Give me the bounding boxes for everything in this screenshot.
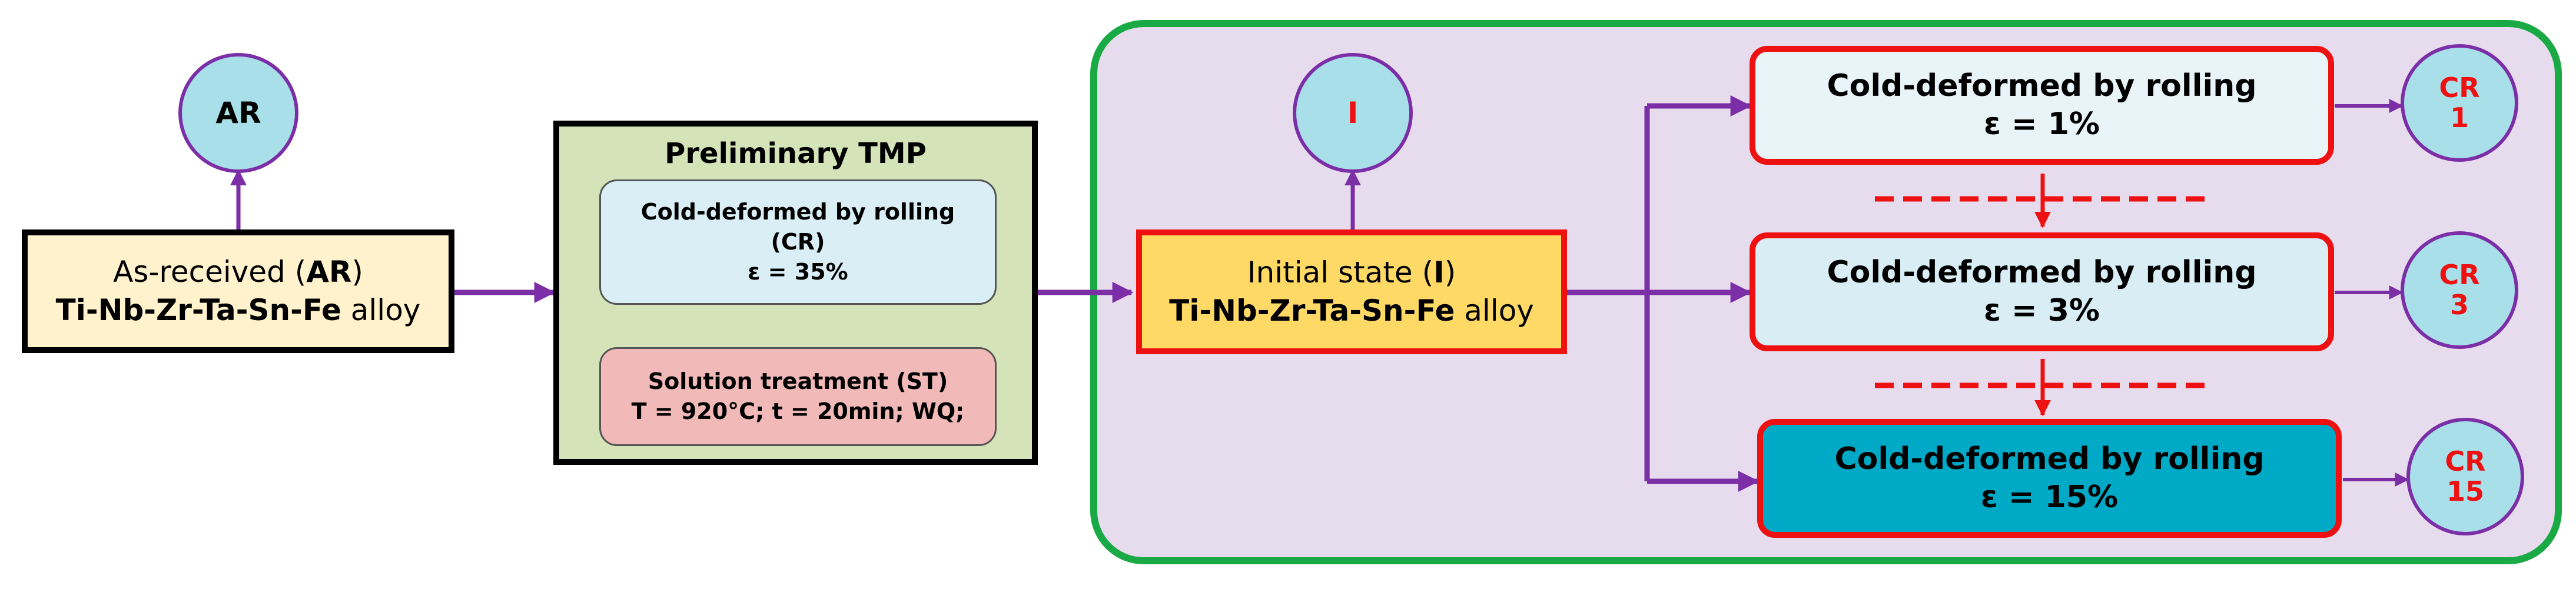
as-received-line2: Ti-Nb-Zr-Ta-Sn-Fe alloy <box>55 293 421 327</box>
cr3-circle: CR 3 <box>2401 231 2518 349</box>
cr-35-line3: ε = 35% <box>748 259 848 285</box>
cr3-label-bottom: 3 <box>2449 289 2469 321</box>
initial-state-line2: Ti-Nb-Zr-Ta-Sn-Fe alloy <box>1169 294 1534 328</box>
cr-35-line2: (CR) <box>771 228 825 255</box>
i-circle-label: I <box>1347 95 1359 130</box>
rolling-15-line1: Cold-deformed by rolling <box>1834 441 2265 477</box>
rolling-3-line1: Cold-deformed by rolling <box>1827 255 2257 290</box>
i-circle: I <box>1293 53 1413 173</box>
cr15-label-top: CR <box>2445 445 2486 478</box>
cr1-label-top: CR <box>2439 72 2480 104</box>
cr1-circle: CR 1 <box>2401 44 2518 162</box>
initial-state-box: Initial state (I) Ti-Nb-Zr-Ta-Sn-Fe allo… <box>1136 229 1567 354</box>
rolling-15-box: Cold-deformed by rolling ε = 15% <box>1757 419 2342 538</box>
cr1-label-bottom: 1 <box>2449 102 2469 134</box>
as-received-box: As-received (AR) Ti-Nb-Zr-Ta-Sn-Fe alloy <box>22 229 454 353</box>
ar-circle-label: AR <box>215 95 261 130</box>
cr3-label-top: CR <box>2439 259 2480 291</box>
solution-treatment-box: Solution treatment (ST) T = 920°C; t = 2… <box>599 347 997 446</box>
rolling-3-strain: ε = 3% <box>1983 293 2100 328</box>
rolling-15-strain: ε = 15% <box>1980 480 2119 515</box>
as-received-line1: As-received (AR) <box>113 255 363 289</box>
st-line2: T = 920°C; t = 20min; WQ; <box>631 398 965 424</box>
cr-35-line1: Cold-deformed by rolling <box>640 198 955 225</box>
initial-state-line1: Initial state (I) <box>1247 255 1456 289</box>
rolling-1-line1: Cold-deformed by rolling <box>1827 68 2257 104</box>
st-line1: Solution treatment (ST) <box>648 368 948 394</box>
cr15-label-bottom: 15 <box>2446 475 2484 507</box>
rolling-3-box: Cold-deformed by rolling ε = 3% <box>1750 232 2334 351</box>
preliminary-tmp-title: Preliminary TMP <box>665 137 927 170</box>
rolling-1-box: Cold-deformed by rolling ε = 1% <box>1750 46 2334 165</box>
cr-35-box: Cold-deformed by rolling (CR) ε = 35% <box>599 179 997 305</box>
rolling-1-strain: ε = 1% <box>1983 107 2100 142</box>
cr15-circle: CR 15 <box>2406 418 2524 535</box>
ar-circle: AR <box>178 53 298 173</box>
